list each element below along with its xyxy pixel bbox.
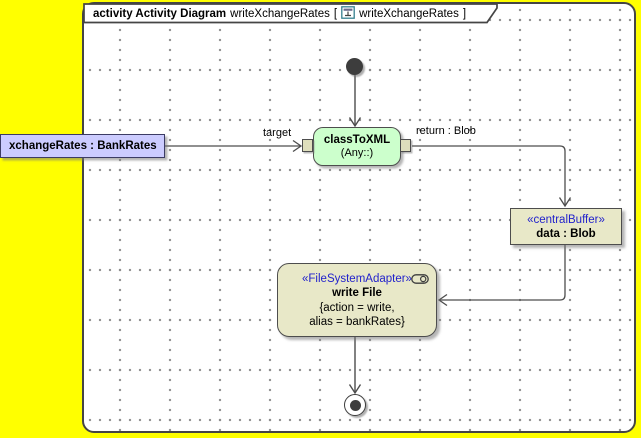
action-write-file[interactable]: «FileSystemAdapter» write File {action =… xyxy=(277,263,437,337)
buffer-stereotype: «centralBuffer» xyxy=(527,213,605,226)
writefile-properties-2: alias = bankRates} xyxy=(309,315,405,328)
writefile-properties-1: {action = write, xyxy=(319,301,395,314)
writefile-stereotype: «FileSystemAdapter» xyxy=(302,272,412,285)
input-pin-target[interactable] xyxy=(302,139,313,152)
edge-label-target[interactable]: target xyxy=(263,127,292,139)
diagram-ref-label: writeXchangeRates xyxy=(359,7,459,20)
frame-header: activity Activity Diagram writeXchangeRa… xyxy=(93,5,467,22)
parameter-label: xchangeRates : BankRates xyxy=(9,140,157,152)
call-behavior-icon xyxy=(411,271,429,289)
bracket-close: ] xyxy=(462,7,467,20)
activity-diagram-icon xyxy=(341,5,355,22)
final-node-dot xyxy=(349,399,361,411)
bracket-open: [ xyxy=(333,7,338,20)
edge-label-return[interactable]: return : Blob xyxy=(416,125,476,137)
action-classtoxml[interactable]: classToXML (Any::) xyxy=(313,127,401,166)
activity-final-node[interactable] xyxy=(344,394,366,416)
output-pin-return[interactable] xyxy=(400,139,411,152)
writefile-name: write File xyxy=(332,286,382,299)
activity-parameter-node[interactable]: xchangeRates : BankRates xyxy=(0,134,165,158)
diagram-kind-label: activity Activity Diagram xyxy=(93,7,227,20)
buffer-label: data : Blob xyxy=(536,227,596,240)
diagram-name-label: writeXchangeRates xyxy=(230,7,330,20)
central-buffer-node[interactable]: «centralBuffer» data : Blob xyxy=(510,208,622,245)
action-name: classToXML xyxy=(323,134,391,146)
initial-node[interactable] xyxy=(346,58,363,75)
action-behavior: (Any::) xyxy=(340,147,374,159)
